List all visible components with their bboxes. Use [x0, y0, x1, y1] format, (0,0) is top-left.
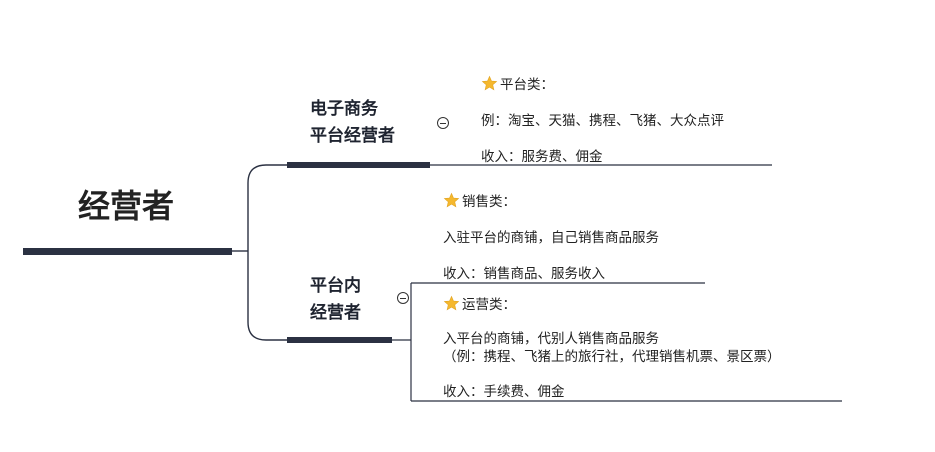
branch-2-underline-bar [287, 337, 392, 343]
branch-1-title-line2: 平台经营者 [310, 126, 395, 146]
star-icon [443, 192, 460, 208]
sub-2-desc: 入平台的商铺，代别人销售商品服务 [443, 331, 659, 347]
sub-2-heading-label: 运营类： [462, 297, 516, 313]
branch-2-title-line2: 经营者 [310, 303, 361, 323]
detail-heading-label: 平台类： [500, 77, 554, 93]
branch-1-detail-income: 收入：服务费、佣金 [481, 149, 603, 165]
sub-1-heading-label: 销售类： [462, 194, 516, 210]
minus-circle-icon[interactable] [437, 117, 449, 129]
branch-2-title[interactable]: 平台内 经营者 [310, 273, 361, 327]
sub-2-heading: 运营类： [443, 293, 516, 313]
sub-1-desc: 入驻平台的商铺，自己销售商品服务 [443, 230, 659, 246]
sub-2-income: 收入：手续费、佣金 [443, 384, 565, 400]
star-icon [481, 75, 498, 91]
root-underline-bar [23, 248, 232, 255]
branch-2-title-line1: 平台内 [310, 276, 361, 296]
branch-1-detail-example: 例：淘宝、天猫、携程、飞猪、大众点评 [481, 113, 724, 129]
branch-bracket [247, 164, 267, 341]
branch-1-title[interactable]: 电子商务 平台经营者 [310, 96, 395, 150]
sub-2-example: （例：携程、飞猪上的旅行社，代理销售机票、景区票） [443, 349, 781, 365]
branch-1-underline-bar [287, 162, 430, 168]
root-title: 经营者 [78, 187, 175, 225]
branch-1-title-line1: 电子商务 [310, 99, 378, 119]
sub-1-heading: 销售类： [443, 190, 516, 210]
minus-circle-icon[interactable] [397, 292, 409, 304]
star-icon [443, 295, 460, 311]
branch-1-detail-heading: 平台类： [481, 73, 554, 93]
sub-1-income: 收入：销售商品、服务收入 [443, 266, 605, 282]
